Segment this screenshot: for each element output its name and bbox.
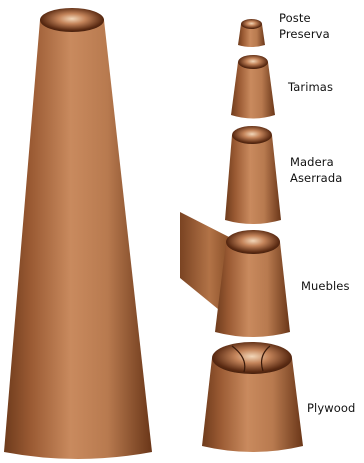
piece-madera: [225, 126, 281, 224]
piece-muebles: [180, 212, 290, 337]
tall-log: [4, 8, 152, 459]
label-muebles: Muebles: [301, 278, 350, 294]
label-plywood: Plywood: [307, 400, 355, 416]
piece-tarimas-body: [231, 62, 275, 119]
piece-tarimas: [231, 55, 275, 119]
piece-tarimas-opening: [238, 55, 268, 69]
piece-madera-opening: [232, 126, 272, 144]
piece-plywood: [202, 342, 303, 452]
piece-muebles-opening: [226, 230, 280, 254]
label-madera-aserrada: Madera Aserrada: [290, 154, 342, 186]
piece-madera-body: [225, 135, 281, 224]
piece-poste-opening: [241, 19, 262, 29]
piece-poste: [238, 19, 265, 47]
piece-plywood-opening: [212, 342, 292, 374]
piece-muebles-body: [215, 242, 290, 337]
label-tarimas: Tarimas: [288, 79, 333, 95]
tall-log-opening: [40, 8, 104, 32]
label-poste-preserva: Poste Preserva: [279, 10, 330, 42]
tall-log-body: [4, 20, 152, 459]
